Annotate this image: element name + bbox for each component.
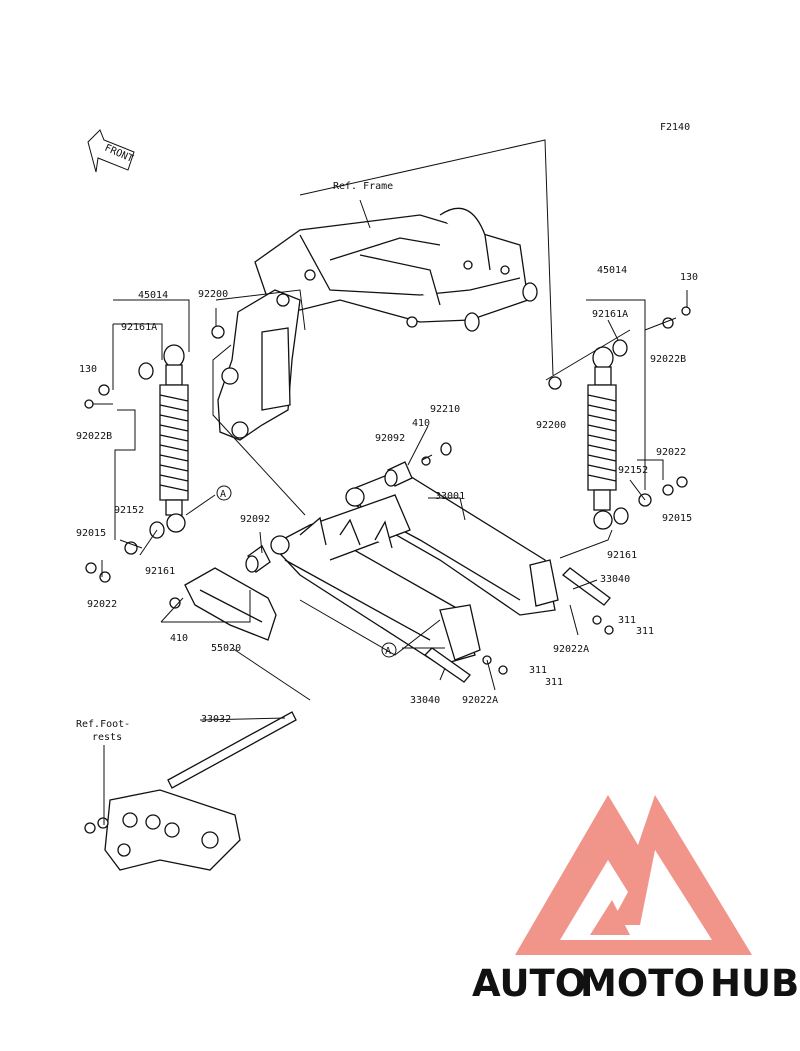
swingarm-drawing xyxy=(270,469,559,666)
label-92022-right: 92022 xyxy=(656,447,686,458)
label-45014-right: 45014 xyxy=(597,265,627,276)
label-45014-left: 45014 xyxy=(138,290,168,301)
front-arrow-icon: FRONT xyxy=(87,129,135,173)
label-92015-right: 92015 xyxy=(662,513,692,524)
label-92161-left: 92161 xyxy=(145,566,175,577)
label-92161a-left: 92161A xyxy=(121,322,157,333)
label-ref-frame: Ref. Frame xyxy=(333,181,393,192)
watermark-hub: HUB xyxy=(710,962,799,1005)
shock-absorber-right xyxy=(587,346,617,530)
label-33040-right: 33040 xyxy=(600,574,630,585)
label-130-right: 130 xyxy=(680,272,698,283)
label-130-left: 130 xyxy=(79,364,97,375)
label-92161a-right: 92161A xyxy=(592,309,628,320)
label-311-a: 311 xyxy=(529,665,547,676)
label-92092-mid: 92092 xyxy=(375,433,405,444)
label-311-d: 311 xyxy=(636,626,654,637)
label-92200-left: 92200 xyxy=(198,289,228,300)
label-33040-low: 33040 xyxy=(410,695,440,706)
label-92022a-low: 92022A xyxy=(462,695,498,706)
label-92152-right: 92152 xyxy=(618,465,648,476)
shock-absorber-left xyxy=(159,344,189,533)
label-92161-right: 92161 xyxy=(607,550,637,561)
figure-id: F2140 xyxy=(660,122,690,133)
label-410-low: 410 xyxy=(170,633,188,644)
label-92022b-right: 92022B xyxy=(650,354,686,365)
part-labels: Ref. Frame 45014 92200 92161A 130 92022B… xyxy=(76,181,698,743)
leader-lines xyxy=(93,139,688,825)
ref-a-circles xyxy=(216,485,397,658)
automotohub-watermark: AUTO MOTO HUB xyxy=(472,962,799,1005)
label-92210: 92210 xyxy=(430,404,460,415)
watermark-moto: MOTO xyxy=(580,962,705,1005)
label-a-ref-2: A xyxy=(385,646,391,657)
label-ref-foot-2: rests xyxy=(92,732,122,743)
watermark-auto: AUTO xyxy=(472,962,586,1005)
label-92152-left: 92152 xyxy=(114,505,144,516)
label-55020: 55020 xyxy=(211,643,241,654)
label-311-b: 311 xyxy=(545,677,563,688)
label-ref-foot-1: Ref.Foot- xyxy=(76,719,130,730)
label-a-ref-1: A xyxy=(220,489,226,500)
chain-guard-drawing xyxy=(184,567,277,641)
automotohub-logo xyxy=(515,795,752,955)
label-33032: 33032 xyxy=(201,714,231,725)
axle-footrest-drawing xyxy=(84,711,297,871)
label-92015-left: 92015 xyxy=(76,528,106,539)
label-92022a-right: 92022A xyxy=(553,644,589,655)
frame-drawing xyxy=(217,207,538,441)
label-92022b-left: 92022B xyxy=(76,431,112,442)
label-92200-right: 92200 xyxy=(536,420,566,431)
label-410-mid: 410 xyxy=(412,418,430,429)
label-33001: 33001 xyxy=(435,491,465,502)
chain-adjusters xyxy=(423,567,611,683)
label-92092-low: 92092 xyxy=(240,514,270,525)
label-311-c: 311 xyxy=(618,615,636,626)
label-92022-left: 92022 xyxy=(87,599,117,610)
